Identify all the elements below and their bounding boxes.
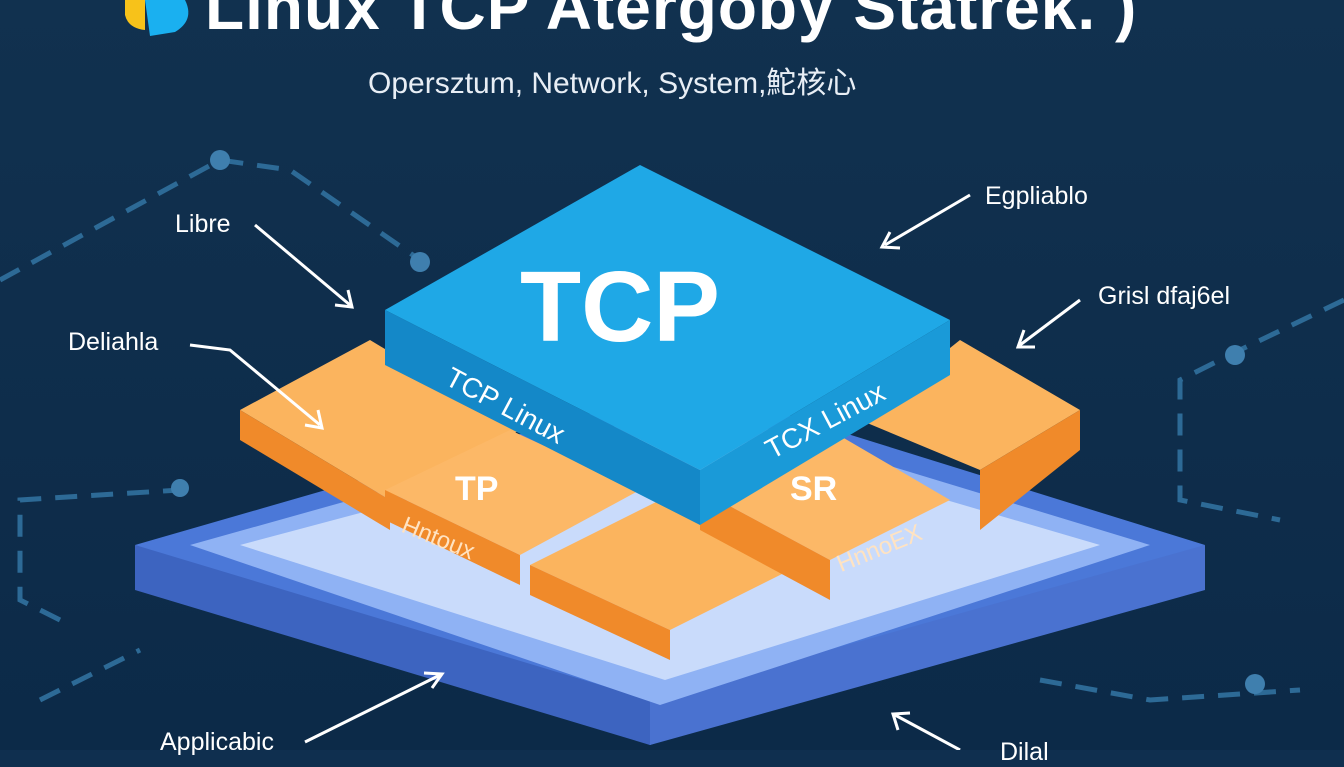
callout-grisl: Grisl dfaj6el xyxy=(1098,282,1230,310)
tile-label-sr: SR xyxy=(790,470,838,508)
callout-dilal: Dilal xyxy=(1000,738,1049,766)
tcp-block xyxy=(385,165,950,525)
callout-applicabic: Applicabic xyxy=(160,728,274,756)
callout-arrows xyxy=(189,193,1081,750)
diagram-illustration xyxy=(0,0,1344,750)
logo-icon xyxy=(125,0,189,36)
callout-deliahla: Deliahla xyxy=(68,328,159,356)
tile-label-tp: TP xyxy=(455,470,499,508)
tcp-label: TCP xyxy=(520,251,720,363)
callout-libre: Libre xyxy=(175,210,231,238)
page-title: Linux TCP Atergoby Statrek. ) xyxy=(205,0,1138,43)
circuit-nodes xyxy=(171,150,1265,694)
page-subtitle: Opersztum, Network, System,鮀核心 xyxy=(368,67,857,100)
circuit-lines xyxy=(0,157,1344,703)
callout-egpliablo: Egpliablo xyxy=(985,182,1088,210)
